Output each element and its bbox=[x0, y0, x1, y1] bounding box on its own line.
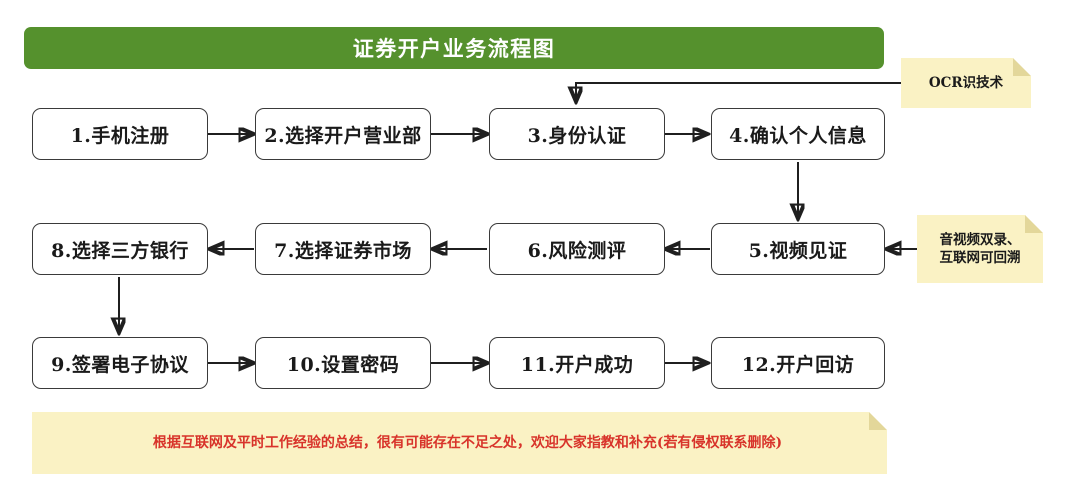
flow-node-12-label: 12.开户回访 bbox=[741, 353, 855, 376]
flow-node-9[interactable]: 9.签署电子协议 bbox=[32, 337, 208, 389]
folded-corner-icon bbox=[1013, 58, 1031, 76]
flow-node-6[interactable]: 6.风险测评 bbox=[489, 223, 665, 275]
flow-node-1-label: 1.手机注册 bbox=[70, 124, 170, 147]
flow-node-7[interactable]: 7.选择证券市场 bbox=[255, 223, 431, 275]
folded-corner-icon bbox=[869, 412, 887, 430]
flow-node-10[interactable]: 10.设置密码 bbox=[255, 337, 431, 389]
flow-node-2-label: 2.选择开户营业部 bbox=[264, 124, 422, 147]
flow-node-8-label: 8.选择三方银行 bbox=[51, 239, 189, 262]
note-audio-video: 音视频双录、 互联网可回溯 bbox=[917, 215, 1043, 283]
flow-node-11[interactable]: 11.开户成功 bbox=[489, 337, 665, 389]
page-title: 证券开户业务流程图 bbox=[352, 36, 556, 61]
flow-node-8[interactable]: 8.选择三方银行 bbox=[32, 223, 208, 275]
flow-node-6-label: 6.风险测评 bbox=[527, 239, 627, 262]
footnote-banner: 根据互联网及平时工作经验的总结，很有可能存在不足之处，欢迎大家指教和补充(若有侵… bbox=[32, 412, 887, 474]
footnote-text: 根据互联网及平时工作经验的总结，很有可能存在不足之处，欢迎大家指教和补充(若有侵… bbox=[152, 434, 783, 451]
flow-node-5[interactable]: 5.视频见证 bbox=[711, 223, 885, 275]
flow-node-4[interactable]: 4.确认个人信息 bbox=[711, 108, 885, 160]
flow-node-3-label: 3.身份认证 bbox=[527, 124, 627, 147]
flow-node-12[interactable]: 12.开户回访 bbox=[711, 337, 885, 389]
flow-node-7-label: 7.选择证券市场 bbox=[274, 239, 412, 262]
flow-node-9-label: 9.签署电子协议 bbox=[51, 353, 189, 376]
chart-title-banner: 证券开户业务流程图 bbox=[24, 27, 884, 69]
flow-node-3[interactable]: 3.身份认证 bbox=[489, 108, 665, 160]
note-ocr-text: OCR识技术 bbox=[928, 74, 1004, 91]
flow-node-11-label: 11.开户成功 bbox=[520, 353, 634, 376]
flow-node-10-label: 10.设置密码 bbox=[286, 353, 400, 376]
note-ocr: OCR识技术 bbox=[901, 58, 1031, 108]
note-audio-video-line2: 互联网可回溯 bbox=[939, 250, 1021, 266]
note-audio-video-line1: 音视频双录、 bbox=[939, 231, 1021, 248]
flow-node-2[interactable]: 2.选择开户营业部 bbox=[255, 108, 431, 160]
folded-corner-icon bbox=[1025, 215, 1043, 233]
flow-node-1[interactable]: 1.手机注册 bbox=[32, 108, 208, 160]
note-audio-video-text: 音视频双录、 互联网可回溯 bbox=[917, 231, 1043, 267]
edge-note-ocr-n3 bbox=[576, 82, 902, 101]
flow-node-4-label: 4.确认个人信息 bbox=[729, 124, 867, 147]
flow-node-5-label: 5.视频见证 bbox=[748, 239, 848, 262]
